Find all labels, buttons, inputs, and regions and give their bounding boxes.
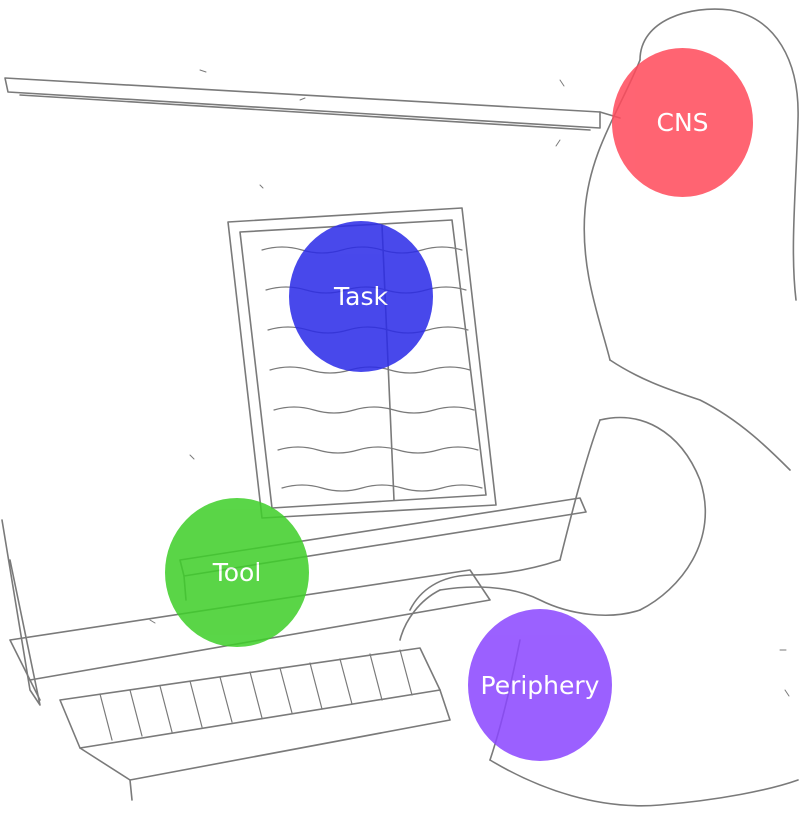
periphery-label: Periphery bbox=[480, 670, 600, 700]
tool-label: Tool bbox=[212, 558, 262, 587]
task-node: Task bbox=[289, 221, 433, 372]
cns-node: CNS bbox=[612, 48, 753, 197]
cns-label: CNS bbox=[656, 108, 709, 137]
periphery-node: Periphery bbox=[468, 609, 612, 761]
tool-node: Tool bbox=[165, 498, 309, 647]
task-label: Task bbox=[334, 282, 388, 311]
